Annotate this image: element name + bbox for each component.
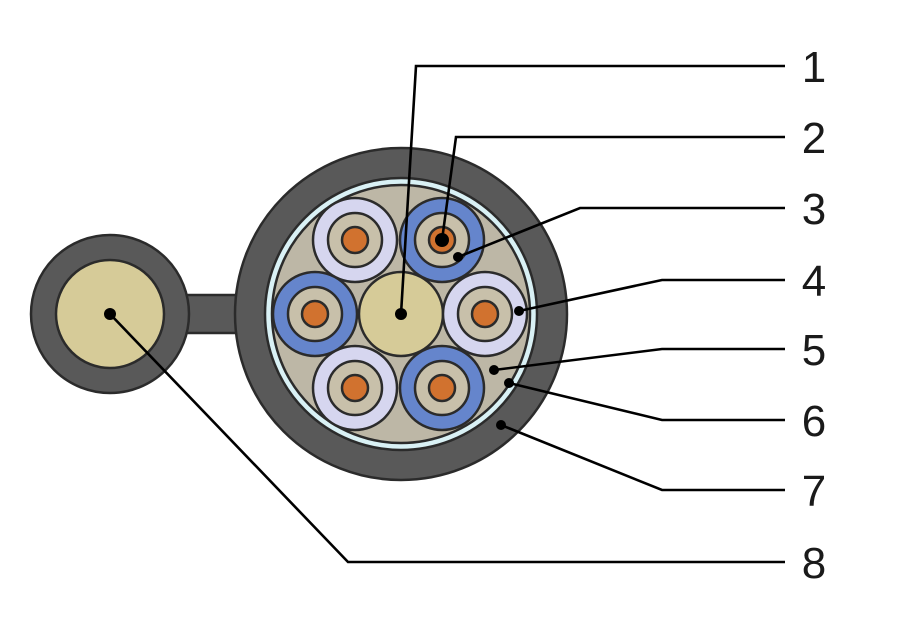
callout-label-4: 4 (802, 257, 826, 306)
callout-labels: 1 2 3 4 5 6 7 8 (802, 43, 826, 588)
dot-5 (489, 365, 499, 375)
callout-label-1: 1 (802, 43, 826, 92)
dot-1 (395, 308, 407, 320)
leader-7 (500, 423, 785, 492)
leader-8 (109, 313, 785, 564)
dot-8 (104, 308, 116, 320)
callout-label-5: 5 (802, 326, 826, 375)
dot-3 (453, 252, 463, 262)
leader-3 (457, 206, 785, 259)
leader-dots (104, 233, 524, 430)
dot-6 (504, 378, 514, 388)
dot-7 (496, 420, 506, 430)
conductor-top-left (311, 196, 399, 284)
callout-label-7: 7 (802, 467, 826, 516)
leader-lines (109, 64, 785, 564)
leader-1 (399, 64, 785, 315)
leader-2 (440, 135, 785, 241)
dot-4 (514, 306, 524, 316)
conductor-right (441, 270, 529, 358)
leader-5 (493, 347, 785, 372)
conductor-bottom-right (398, 344, 486, 432)
callout-label-2: 2 (802, 114, 826, 163)
callout-label-6: 6 (802, 397, 826, 446)
conductor-bottom-left (311, 344, 399, 432)
leader-4 (518, 278, 785, 313)
dot-2 (435, 233, 449, 247)
callout-label-3: 3 (802, 185, 826, 234)
callout-label-8: 8 (802, 539, 826, 588)
conductor-left (271, 270, 359, 358)
leader-6 (508, 381, 785, 422)
